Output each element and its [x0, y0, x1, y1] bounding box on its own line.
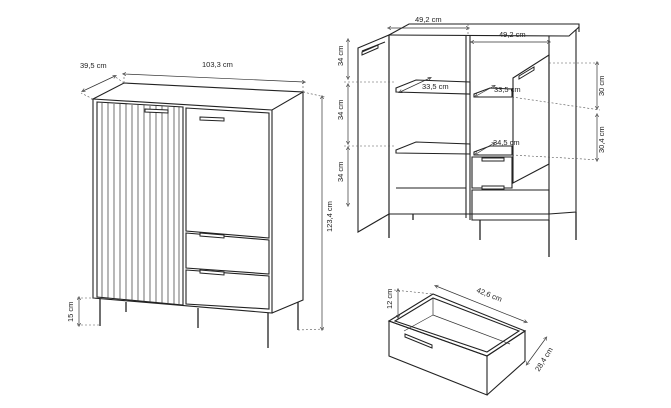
drawer-height-label: 12 cm — [385, 289, 394, 309]
compartment-height-label: 34 cm — [336, 162, 345, 182]
door-handle — [361, 44, 379, 56]
right-mid-height-label: 30,4 cm — [597, 126, 606, 153]
left-width-label: 103,3 cm — [202, 60, 233, 69]
drawer-handle — [404, 333, 433, 349]
shelf-depth-label: 33,5 cm — [494, 85, 521, 94]
shelf — [395, 141, 471, 155]
door-handle-right — [199, 116, 225, 122]
drawer-handle — [481, 157, 505, 162]
drawer-width-label: 42,6 cm — [475, 286, 503, 304]
compartment-height-label: 34 cm — [336, 46, 345, 66]
closed-cabinet-view: 39,5 cm 103,3 cm 123,4 cm 15 cm — [66, 60, 334, 348]
shelf-depth-label: 34,5 cm — [493, 138, 520, 147]
drawer-handle — [481, 185, 505, 190]
upper-right-door — [185, 107, 270, 239]
open-left-door — [357, 34, 390, 233]
lower-drawer — [185, 269, 270, 310]
drawer-handle — [199, 269, 225, 276]
left-height-label: 123,4 cm — [325, 201, 334, 232]
open-right-door — [512, 53, 550, 184]
open-cabinet-view: 49,2 cm 49,2 cm 34 cm 34 cm 34 cm 33,5 c… — [336, 15, 606, 257]
open-view-drawer — [471, 156, 513, 189]
left-depth-label: 39,5 cm — [80, 61, 107, 70]
drawer-front — [388, 320, 488, 396]
right-width-left-label: 49,2 cm — [415, 15, 442, 24]
upper-drawer — [185, 232, 270, 275]
open-view-drawer — [471, 189, 550, 221]
drawer-detail-view: 42,6 cm 12 cm 28,4 cm — [385, 286, 555, 396]
shelf-depth-label: 33,5 cm — [422, 82, 449, 91]
leg-height-label: 15 cm — [66, 302, 75, 322]
right-top-height-label: 30 cm — [597, 76, 606, 96]
compartment-height-label: 34 cm — [336, 100, 345, 120]
door-handle — [144, 108, 169, 114]
shelf — [473, 145, 513, 156]
drawer-handle — [199, 232, 225, 239]
drawer-depth-label: 28,4 cm — [533, 346, 555, 373]
door-handle — [518, 66, 535, 80]
fluted-door — [96, 101, 184, 306]
right-width-right-label: 49,2 cm — [499, 30, 526, 39]
